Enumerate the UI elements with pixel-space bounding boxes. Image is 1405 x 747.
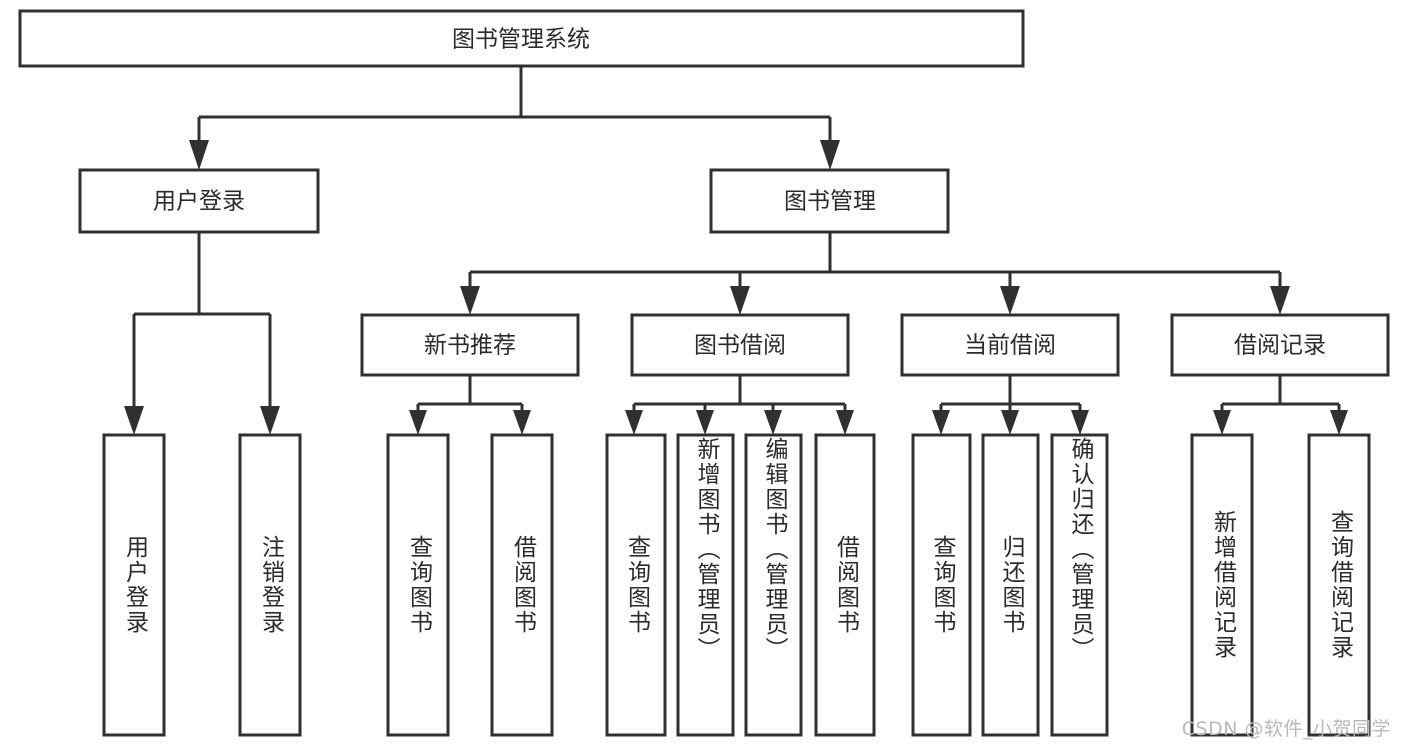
- node-user-login-label: 用户登录: [153, 189, 245, 215]
- node-new-book-box[interactable]: [360, 313, 580, 377]
- arrow-borrowrecord-l1: [1213, 410, 1231, 435]
- arrow-root-to-book-mgmt: [820, 140, 840, 170]
- arrow-book-mgmt-c4: [1270, 286, 1290, 315]
- arrow-borrowrecord-l2: [1330, 410, 1348, 435]
- node-user-login-box[interactable]: [78, 168, 320, 234]
- node-leaf-confirm-return-box[interactable]: [1050, 433, 1109, 737]
- node-root-label: 图书管理系统: [452, 27, 590, 53]
- node-leaf-query-book-3-box[interactable]: [911, 433, 972, 737]
- arrow-book-mgmt-c1: [460, 286, 480, 315]
- arrow-user-login-l2: [260, 406, 280, 435]
- connector-layer: [124, 66, 1348, 435]
- node-borrow-book-label: 图书借阅: [694, 333, 786, 359]
- node-leaf-borrow-book-1-box[interactable]: [490, 433, 554, 737]
- node-leaf-query-record-box[interactable]: [1307, 433, 1371, 737]
- arrow-root-to-user-login: [189, 140, 209, 170]
- arrow-newbook-l2: [513, 410, 531, 435]
- arrow-user-login-l1: [124, 406, 144, 435]
- arrow-currentborrow-l3: [1071, 410, 1089, 435]
- node-root-box[interactable]: [18, 9, 1025, 68]
- node-leaf-borrow-book-2-box[interactable]: [814, 433, 876, 737]
- arrow-borrowbook-l2: [696, 410, 714, 435]
- node-current-borrow-box[interactable]: [900, 313, 1120, 377]
- arrow-currentborrow-l1: [932, 410, 950, 435]
- node-leaf-logout-box[interactable]: [238, 433, 302, 737]
- node-book-mgmt-label: 图书管理: [784, 189, 876, 215]
- node-leaf-query-book-2-box[interactable]: [605, 433, 667, 737]
- node-leaf-add-record-box[interactable]: [1190, 433, 1254, 737]
- arrow-borrowbook-l3: [764, 410, 782, 435]
- node-borrow-record-label: 借阅记录: [1234, 333, 1326, 359]
- node-borrow-book-box[interactable]: [630, 313, 850, 377]
- arrow-book-mgmt-c2: [730, 286, 750, 315]
- node-leaf-user-login-box[interactable]: [102, 433, 166, 737]
- node-leaf-add-book-box[interactable]: [676, 433, 735, 737]
- node-new-book-label: 新书推荐: [424, 333, 516, 359]
- node-book-mgmt-box[interactable]: [709, 168, 950, 234]
- node-borrow-record-box[interactable]: [1170, 313, 1390, 377]
- arrow-book-mgmt-c3: [1000, 286, 1020, 315]
- arrow-newbook-l1: [409, 410, 427, 435]
- csdn-watermark: CSDN @软件_小贺同学: [1181, 718, 1391, 740]
- arrow-currentborrow-l2: [1001, 410, 1019, 435]
- node-layer: 图书管理系统 用户登录 图书管理 新书推荐 图书借阅 当前借阅 借阅记录: [18, 9, 1390, 737]
- node-leaf-query-book-1-box[interactable]: [386, 433, 450, 737]
- node-current-borrow-label: 当前借阅: [964, 333, 1056, 359]
- arrow-borrowbook-l4: [836, 410, 854, 435]
- arrow-borrowbook-l1: [625, 410, 643, 435]
- node-leaf-edit-book-box[interactable]: [744, 433, 803, 737]
- node-leaf-return-book-box[interactable]: [981, 433, 1040, 737]
